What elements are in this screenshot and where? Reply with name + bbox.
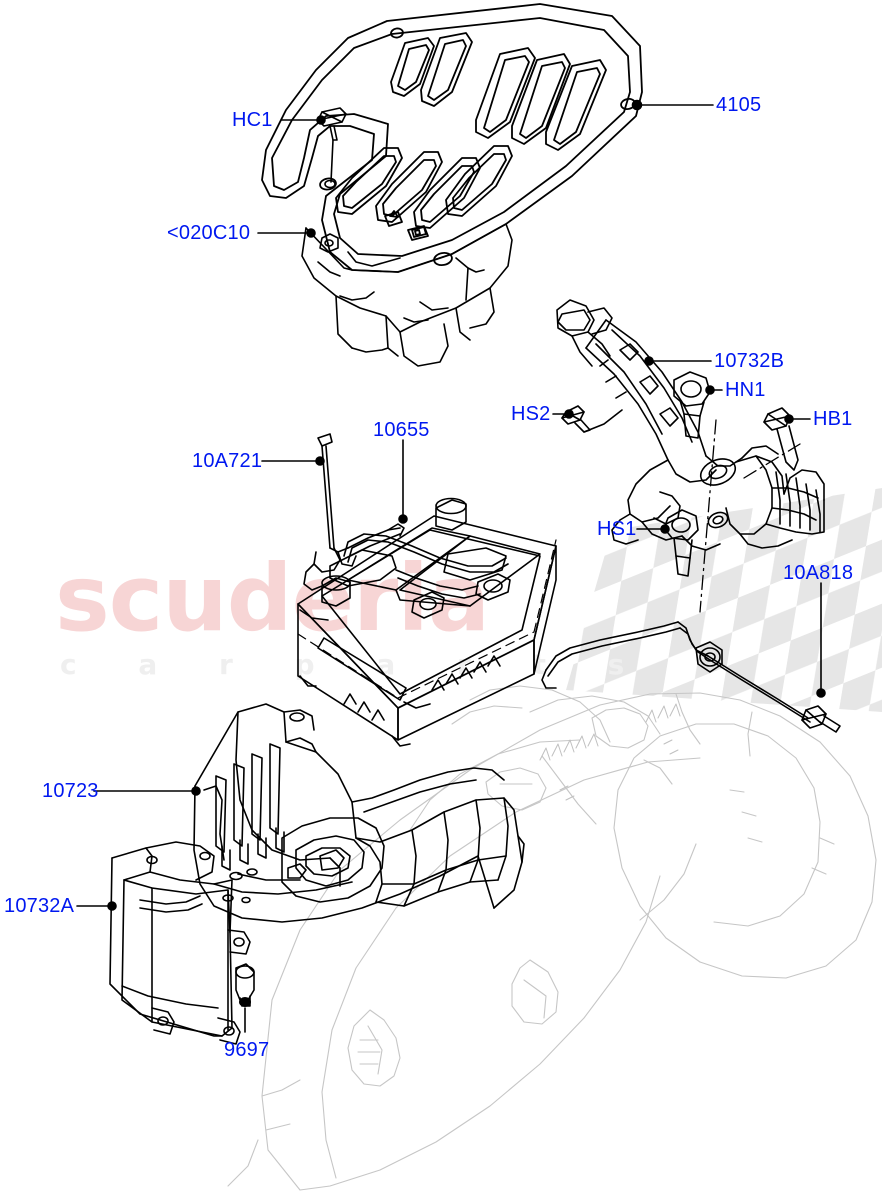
- clamp-bracket-10732b: [556, 299, 825, 613]
- hold-down-rod-10a721: [303, 433, 405, 591]
- callout-10732a[interactable]: 10732A: [4, 895, 75, 917]
- callout-10723[interactable]: 10723: [42, 780, 99, 802]
- callout-10732b[interactable]: 10732B: [714, 350, 785, 372]
- liner-molding-marks: [539, 703, 681, 801]
- battery-tray-10723: [193, 703, 525, 923]
- callout-10655[interactable]: 10655: [373, 419, 430, 441]
- callout-hs2[interactable]: HS2: [511, 403, 551, 425]
- callout-hb1[interactable]: HB1: [813, 408, 853, 430]
- callout-4105[interactable]: 4105: [716, 94, 762, 116]
- vent-tube-10a818: [541, 621, 841, 733]
- wheel-arch-liner-ghost: [227, 685, 877, 1191]
- callout-020c10[interactable]: <020C10: [167, 222, 251, 244]
- bolt-hb1: [763, 407, 799, 471]
- leader-lines: [76, 99, 826, 1033]
- callout-9697[interactable]: 9697: [224, 1039, 270, 1061]
- battery-cover-4105: [261, 3, 643, 273]
- nut-hn1: [673, 371, 711, 439]
- battery-box-020C10: [301, 223, 513, 367]
- callout-hn1[interactable]: HN1: [725, 379, 766, 401]
- callout-10a721[interactable]: 10A721: [192, 450, 263, 472]
- plug-9697: [235, 963, 255, 1007]
- battery-10655: [297, 497, 557, 747]
- callout-hc1[interactable]: HC1: [232, 109, 273, 131]
- callout-10a818[interactable]: 10A818: [783, 562, 854, 584]
- callout-hs1[interactable]: HS1: [597, 518, 637, 540]
- heat-shield-10732a: [109, 841, 251, 1045]
